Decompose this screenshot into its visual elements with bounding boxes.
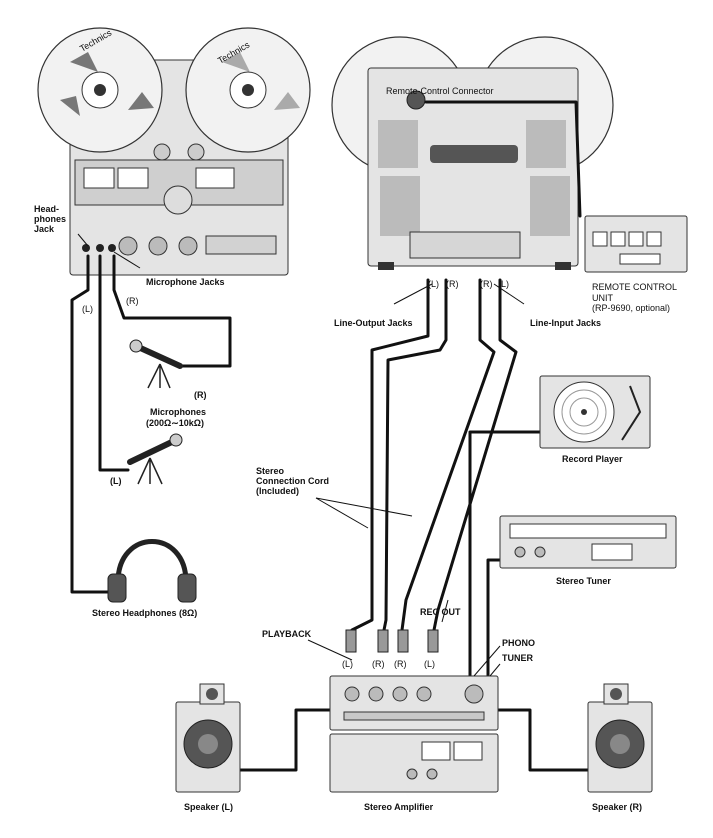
label-remote-connector: Remote-Control Connector <box>386 86 494 96</box>
speaker-left <box>175 683 241 793</box>
record-player <box>539 375 651 449</box>
headphones-icon <box>107 539 197 603</box>
tape-deck-front: Technics Technics <box>37 27 311 276</box>
microphone-right-icon <box>129 339 183 389</box>
label-jack-l1: (L) <box>428 279 439 289</box>
label-phono: PHONO <box>502 638 535 648</box>
label-cable-r: (R) <box>126 296 139 306</box>
label-jack-r1: (R) <box>446 279 459 289</box>
label-mic-l: (L) <box>110 476 122 486</box>
label-speaker-right: Speaker (R) <box>592 802 642 812</box>
label-mic-r: (R) <box>194 390 207 400</box>
label-stereo-connection-2: Connection Cord <box>256 476 329 486</box>
stereo-tuner <box>499 515 677 569</box>
label-line-input-jacks: Line-Input Jacks <box>530 318 601 328</box>
label-line-output-jacks: Line-Output Jacks <box>334 318 413 328</box>
reel-right-icon <box>185 27 311 153</box>
label-stereo-headphones: Stereo Headphones (8Ω) <box>92 608 197 618</box>
label-plug-r2: (R) <box>394 659 407 669</box>
label-headphones-jack-1: Head- <box>34 204 59 214</box>
label-remote-unit-2: UNIT <box>592 293 613 303</box>
label-record-player: Record Player <box>562 454 623 464</box>
label-plug-l2: (L) <box>424 659 435 669</box>
label-stereo-connection-3: (Included) <box>256 486 299 496</box>
label-microphones: Microphones <box>150 407 206 417</box>
stereo-amplifier <box>329 675 499 793</box>
label-plug-l1: (L) <box>342 659 353 669</box>
label-remote-unit-3: (RP-9690, optional) <box>592 303 670 313</box>
label-microphones-impedance: (200Ω∼10kΩ) <box>146 418 204 428</box>
label-stereo-amplifier: Stereo Amplifier <box>364 802 434 812</box>
reel-left-icon <box>37 27 163 153</box>
tape-deck-rear <box>331 36 614 270</box>
label-playback: PLAYBACK <box>262 629 312 639</box>
rca-plugs <box>345 629 439 653</box>
label-cable-l: (L) <box>82 304 93 314</box>
label-tuner: TUNER <box>502 653 533 663</box>
label-remote-unit-1: REMOTE CONTROL <box>592 282 677 292</box>
label-jack-r2: (R) <box>480 279 493 289</box>
remote-control-unit <box>584 215 688 273</box>
label-plug-r1: (R) <box>372 659 385 669</box>
label-stereo-connection-1: Stereo <box>256 466 285 476</box>
label-rec-out: REC OUT <box>420 607 461 617</box>
label-speaker-left: Speaker (L) <box>184 802 233 812</box>
label-jack-l2: (L) <box>498 279 509 289</box>
microphone-left-icon <box>127 433 183 485</box>
label-microphone-jacks: Microphone Jacks <box>146 277 225 287</box>
label-stereo-tuner: Stereo Tuner <box>556 576 611 586</box>
label-headphones-jack-2: phones <box>34 214 66 224</box>
speaker-right <box>587 683 653 793</box>
label-headphones-jack-3: Jack <box>34 224 55 234</box>
